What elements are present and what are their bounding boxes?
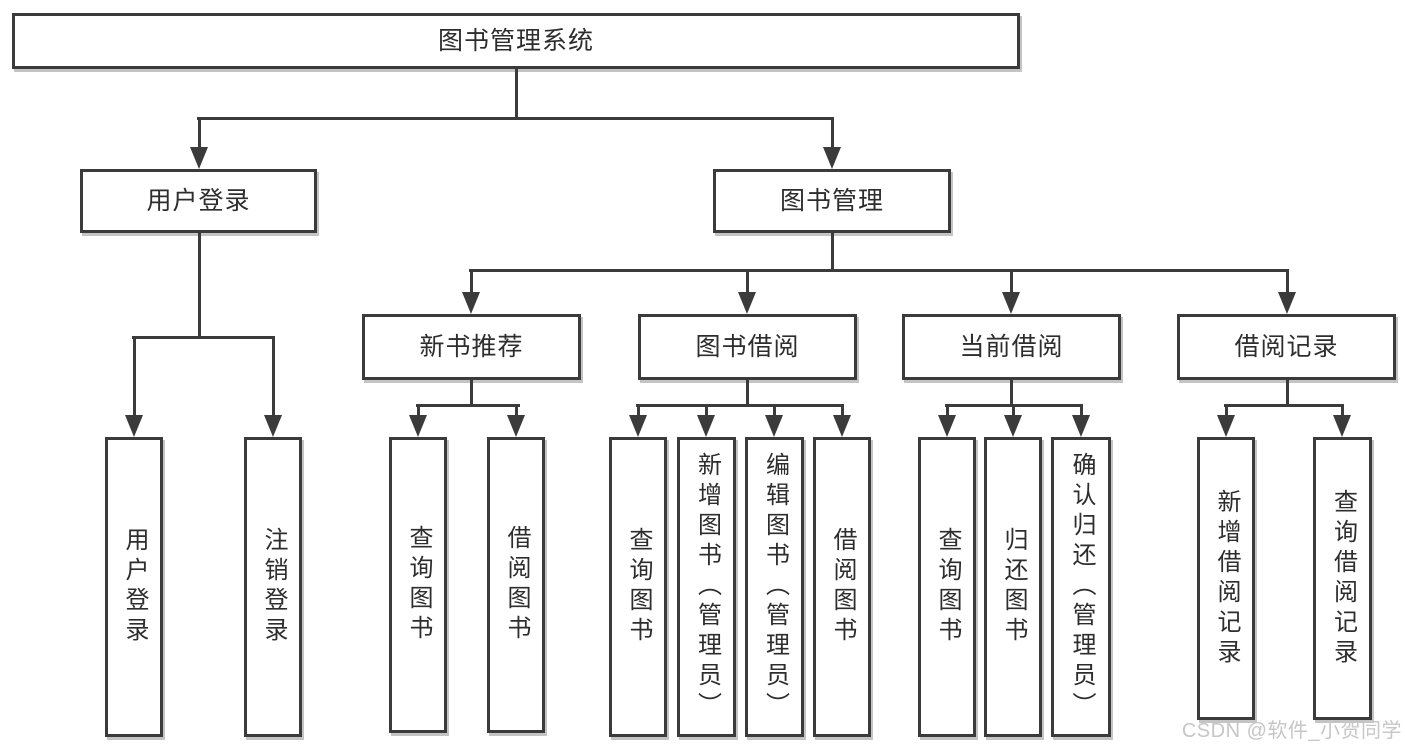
connector-vline [515,405,518,417]
connector-vline [637,405,640,417]
connector-vline [946,405,949,417]
arrow-down-icon [697,415,715,437]
node-label: 图书管理 [779,186,884,215]
node-leaf-bb-add-books-admin: 新增图书（管理员） [677,437,736,737]
node-book-management: 图书管理 [713,169,951,233]
node-leaf-cb-return-books: 归还图书 [984,437,1042,737]
connector-vline [198,118,201,149]
connector-vline [1286,270,1289,294]
node-leaf-cb-query-books: 查询图书 [918,437,976,737]
node-leaf-user-login: 用户登录 [105,437,163,737]
node-label: 查询借阅记录 [1329,488,1357,669]
connector-vline [515,69,518,119]
connector-vline [841,405,844,417]
arrow-down-icon [938,415,956,437]
arrow-down-icon [1333,415,1351,437]
node-label: 用户登录 [146,186,251,215]
node-label: 编辑图书（管理员） [761,452,789,722]
connector-vline [1286,380,1289,406]
arrow-down-icon [1278,292,1296,314]
connector-hline [469,269,1289,272]
connector-vline [1341,405,1344,417]
node-new-book-recommendation: 新书推荐 [362,314,581,380]
connector-vline [1010,270,1013,294]
node-label: 新增图书（管理员） [693,452,721,722]
node-leaf-bb-edit-books-admin: 编辑图书（管理员） [745,437,804,737]
csdn-watermark: CSDN @软件_小贺同学 [1181,720,1402,742]
connector-vline [773,405,776,417]
node-label: 用户登录 [121,527,148,647]
connector-vline [746,380,749,406]
node-label: 图书借阅 [695,332,800,361]
arrow-down-icon [409,415,427,437]
node-label: 新增借阅记录 [1213,488,1240,669]
node-leaf-bb-query-books: 查询图书 [609,437,667,737]
node-label: 借阅图书 [503,525,530,645]
arrow-down-icon [125,415,143,437]
connector-vline [831,233,834,271]
node-user-login: 用户登录 [80,169,317,233]
node-label: 新书推荐 [419,332,524,361]
node-leaf-br-query-record: 查询借阅记录 [1313,437,1372,720]
node-label: 借阅图书 [829,527,856,647]
arrow-down-icon [823,147,841,169]
node-current-borrowing: 当前借阅 [902,314,1121,380]
arrow-down-icon [1004,415,1022,437]
node-leaf-cb-confirm-return-admin: 确认归还（管理员） [1051,437,1111,737]
connector-vline [746,270,749,294]
connector-vline [705,405,708,417]
arrow-down-icon [765,415,783,437]
connector-hline [636,404,844,407]
connector-vline [1012,405,1015,417]
node-label: 图书管理系统 [437,26,594,55]
node-book-borrowing: 图书借阅 [638,314,857,380]
node-label: 查询图书 [625,527,652,647]
arrow-down-icon [462,292,480,314]
arrow-down-icon [629,415,647,437]
arrow-down-icon [738,292,756,314]
connector-vline [272,337,275,417]
connector-vline [1080,405,1083,417]
arrow-down-icon [190,147,208,169]
connector-vline [133,337,136,417]
node-label: 注销登录 [260,527,287,647]
node-label: 查询图书 [934,527,961,647]
node-label: 归还图书 [1000,527,1027,647]
node-library-management-system: 图书管理系统 [12,13,1020,69]
node-label: 查询图书 [405,525,432,645]
arrow-down-icon [833,415,851,437]
connector-vline [470,270,473,294]
node-leaf-nb-borrow-books: 借阅图书 [487,437,545,733]
node-label: 确认归还（管理员） [1068,452,1095,722]
connector-vline [1225,405,1228,417]
node-borrowing-records: 借阅记录 [1177,314,1396,380]
node-leaf-logout: 注销登录 [244,437,302,737]
connector-hline [197,117,834,120]
connector-hline [132,336,275,339]
arrow-down-icon [264,415,282,437]
connector-vline [470,380,473,406]
connector-vline [198,233,201,338]
node-label: 当前借阅 [959,332,1064,361]
node-label: 借阅记录 [1234,332,1339,361]
node-leaf-nb-query-books: 查询图书 [389,437,447,733]
connector-hline [416,404,520,407]
connector-hline [1224,404,1344,407]
node-leaf-br-add-record: 新增借阅记录 [1197,437,1255,720]
connector-vline [831,118,834,149]
arrow-down-icon [1217,415,1235,437]
connector-vline [417,405,420,417]
arrow-down-icon [1002,292,1020,314]
connector-vline [1010,380,1013,406]
node-leaf-bb-borrow-books: 借阅图书 [813,437,871,737]
arrow-down-icon [1072,415,1090,437]
arrow-down-icon [507,415,525,437]
